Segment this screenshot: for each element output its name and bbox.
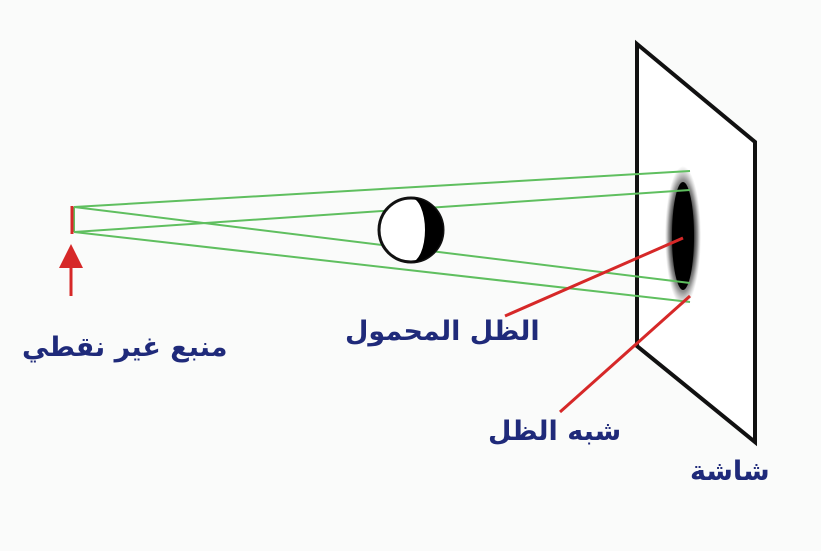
ray — [73, 189, 691, 233]
screen-label: شاشة — [690, 456, 770, 487]
umbra-label: الظل المحمول — [345, 316, 540, 347]
umbra-pointer — [504, 236, 684, 318]
penumbra-pointer — [559, 294, 691, 414]
penumbra-label: شبه الظل — [488, 416, 622, 447]
ray — [73, 170, 691, 208]
ray — [73, 231, 691, 303]
light-rays — [73, 170, 691, 303]
umbra-shadow — [672, 182, 694, 290]
source-label: منبع غير نقطي — [22, 332, 228, 363]
opaque-sphere — [377, 196, 445, 264]
